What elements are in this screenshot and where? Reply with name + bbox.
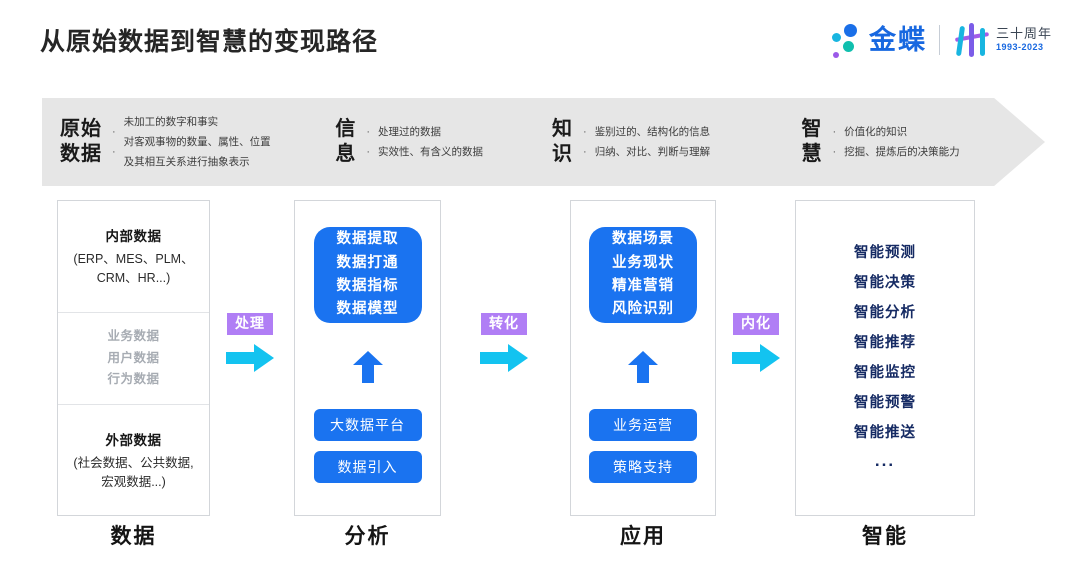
- connector-label: 内化: [733, 313, 779, 336]
- column-label-analysis: 分析: [344, 525, 391, 548]
- banner-stage-information: 信 息 · · 处理过的数据 实效性、有含义的数据: [335, 98, 552, 186]
- right-arrow-icon: [214, 344, 286, 373]
- banner-stage-wisdom: 智 慧 · · 价值化的知识 挖掘、提炼后的决策能力: [802, 98, 1046, 186]
- bullet-dots: · ·: [832, 126, 837, 158]
- banner-stage-title: 智 慧: [801, 118, 823, 165]
- banner-stage-bullets: 未加工的数字和事实 对客观事物的数量、属性、位置及其相互关系进行抽象表示: [123, 116, 271, 168]
- list-item: 智能监控: [854, 365, 916, 382]
- bullet-dots: · ·: [366, 126, 370, 158]
- banner-stage-knowledge: 知 识 · · 鉴别过的、结构化的信息 归纳、对比、判断与理解: [552, 98, 801, 186]
- list-item: 智能分析: [854, 305, 916, 322]
- list-item: 智能预测: [854, 245, 916, 262]
- page-title: 从原始数据到智慧的变现路径: [40, 28, 379, 56]
- banner-stage-title: 知 识: [552, 118, 574, 165]
- connector-internalization: 内化: [720, 313, 792, 373]
- column-label-data: 数据: [110, 525, 157, 548]
- connector-label: 转化: [481, 313, 527, 336]
- bullet-dots: · ·: [112, 126, 116, 158]
- application-operations-pill[interactable]: 业务运营: [589, 409, 697, 441]
- list-item: 智能预警: [854, 395, 916, 412]
- banner-stage-raw-data: 原始 数据 · · 未加工的数字和事实 对客观事物的数量、属性、位置及其相互关系…: [42, 98, 335, 186]
- connector-transformation: 转化: [468, 313, 540, 373]
- page-header: 从原始数据到智慧的变现路径 金蝶 三十周年 1993-2023: [0, 0, 1080, 84]
- list-ellipsis: ...: [874, 451, 896, 471]
- intelligence-card: 智能预测 智能决策 智能分析 智能推荐 智能监控 智能预警 智能推送 ...: [795, 200, 975, 516]
- external-data-section: 外部数据 (社会数据、公共数据,宏观数据...): [73, 432, 194, 489]
- pipeline: 内部数据 (ERP、MES、PLM、CRM、HR...) 业务数据 用户数据 行…: [0, 200, 1080, 562]
- internal-data-section: 内部数据 (ERP、MES、PLM、CRM、HR...): [58, 201, 209, 313]
- list-item: 智能决策: [854, 275, 916, 292]
- analysis-ingest-pill[interactable]: 数据引入: [313, 451, 422, 483]
- analysis-card: 数据提取 数据打通 数据指标 数据模型 大数据平台 数据引入: [294, 200, 441, 516]
- pipeline-column-analysis: 数据提取 数据打通 数据指标 数据模型 大数据平台 数据引入 分析: [294, 200, 441, 548]
- column-label-intelligence: 智能: [862, 525, 908, 548]
- brand-name: 金蝶: [868, 24, 927, 55]
- list-item: 行为数据: [107, 372, 160, 387]
- anniversary-years: 1993-2023: [995, 42, 1044, 53]
- dikw-banner: 原始 数据 · · 未加工的数字和事实 对客观事物的数量、属性、位置及其相互关系…: [42, 98, 1045, 186]
- application-capability-box: 数据场景 业务现状 精准营销 风险识别: [589, 227, 697, 323]
- kingdee-dots-icon: [829, 21, 865, 59]
- application-card: 数据场景 业务现状 精准营销 风险识别 业务运营 策略支持: [570, 200, 716, 516]
- anniversary-mark-icon: [952, 21, 992, 59]
- banner-stage-bullets: 鉴别过的、结构化的信息 归纳、对比、判断与理解: [594, 126, 711, 158]
- list-item: 用户数据: [107, 350, 160, 365]
- connector-label: 处理: [227, 313, 273, 336]
- bullet-dots: · ·: [583, 126, 587, 158]
- application-strategy-pill[interactable]: 策略支持: [589, 451, 697, 483]
- logo-divider: [938, 25, 940, 55]
- banner-stage-title: 原始 数据: [60, 118, 102, 165]
- right-arrow-icon: [468, 344, 540, 373]
- pipeline-column-intelligence: 智能预测 智能决策 智能分析 智能推荐 智能监控 智能预警 智能推送 ... 智…: [795, 200, 975, 548]
- list-item: 智能推荐: [854, 335, 916, 352]
- pipeline-column-application: 数据场景 业务现状 精准营销 风险识别 业务运营 策略支持 应用: [570, 200, 716, 548]
- banner-arrow-shape: [42, 98, 1045, 186]
- analysis-capability-box: 数据提取 数据打通 数据指标 数据模型: [313, 227, 422, 323]
- pipeline-column-data: 内部数据 (ERP、MES、PLM、CRM、HR...) 业务数据 用户数据 行…: [57, 200, 210, 548]
- banner-stage-bullets: 价值化的知识 挖掘、提炼后的决策能力: [844, 126, 960, 158]
- data-types-section: 业务数据 用户数据 行为数据: [58, 313, 209, 405]
- list-item: 业务数据: [107, 329, 160, 344]
- connector-processing: 处理: [214, 313, 286, 373]
- up-arrow-icon: [352, 351, 383, 383]
- up-arrow-icon: [628, 351, 658, 383]
- banner-stage-bullets: 处理过的数据 实效性、有含义的数据: [378, 126, 483, 158]
- column-label-application: 应用: [620, 525, 666, 548]
- list-item: 智能推送: [854, 425, 916, 442]
- brand-logo: 金蝶 三十周年 1993-2023: [829, 18, 1052, 62]
- banner-stage-title: 信 息: [335, 118, 357, 165]
- anniversary-label: 三十周年: [995, 26, 1052, 42]
- anniversary-badge: 三十周年 1993-2023: [952, 21, 1052, 59]
- data-card: 内部数据 (ERP、MES、PLM、CRM、HR...) 业务数据 用户数据 行…: [57, 200, 210, 516]
- analysis-platform-pill[interactable]: 大数据平台: [313, 409, 422, 441]
- right-arrow-icon: [720, 344, 792, 373]
